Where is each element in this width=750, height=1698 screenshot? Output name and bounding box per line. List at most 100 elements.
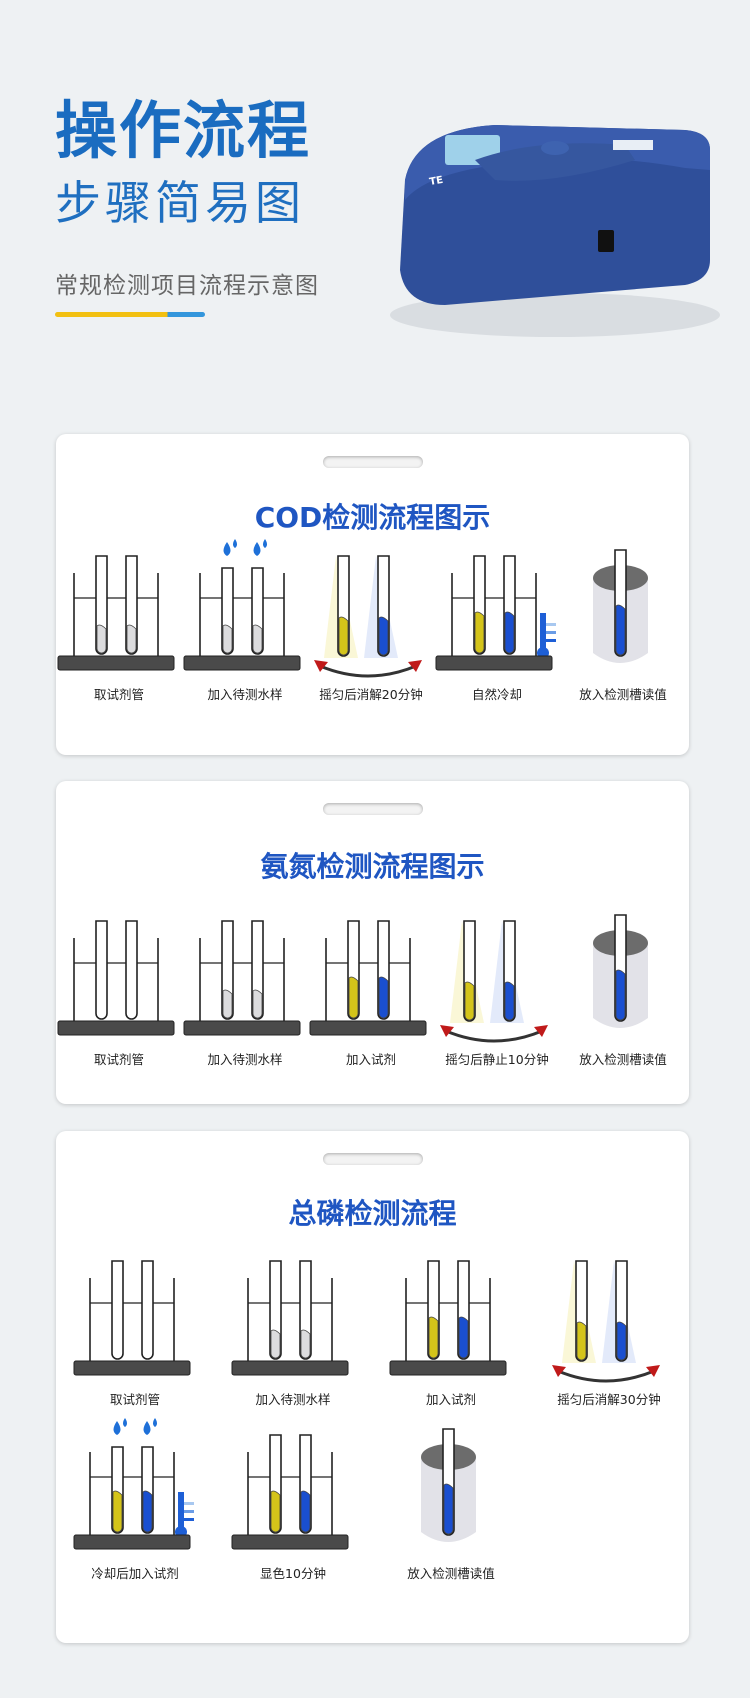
process-step: 加入待测水样 <box>175 903 315 1068</box>
test-tube-rack-icon <box>73 1260 191 1376</box>
water-drop-icon <box>233 539 237 548</box>
test-tube-rack-icon <box>389 1260 507 1376</box>
process-step: 自然冷却 <box>427 538 567 703</box>
arrow-head <box>408 660 422 672</box>
rack-base <box>57 1020 175 1036</box>
detection-cell-icon <box>593 914 648 1028</box>
water-drop-icon <box>123 1418 127 1427</box>
spectrophotometer-device-image: TE <box>390 125 720 337</box>
process-step: 加入试剂 <box>381 1243 521 1408</box>
step-label: 放入检测槽读值 <box>579 687 667 702</box>
step-label: 冷却后加入试剂 <box>91 1566 179 1581</box>
arrow-head <box>646 1365 660 1377</box>
tube-liquid <box>252 624 263 654</box>
tube-liquid <box>428 1316 439 1359</box>
test-tube <box>95 920 108 1020</box>
tube-liquid <box>270 1329 281 1359</box>
tube-liquid <box>378 616 389 656</box>
card-title: COD检测流程图示 <box>254 501 491 534</box>
process-card: 总磷检测流程取试剂管加入待测水样加入试剂摇匀后消解30分钟冷却后加入试剂显色10… <box>56 1131 689 1643</box>
process-step: 取试剂管 <box>49 538 189 703</box>
arrow-head <box>440 1025 454 1037</box>
tube-liquid <box>616 1321 627 1361</box>
rack-base <box>435 655 553 671</box>
test-tube-rack-icon <box>231 1434 349 1550</box>
step-label: 加入试剂 <box>425 1392 476 1407</box>
thermometer-tick <box>184 1502 194 1505</box>
rack-base <box>183 655 301 671</box>
tube-liquid <box>126 624 137 654</box>
process-card: COD检测流程图示取试剂管加入待测水样摇匀后消解20分钟自然冷却放入检测槽读值 <box>56 434 689 755</box>
test-tube-rack-icon <box>57 920 175 1036</box>
tube-liquid <box>615 604 626 656</box>
step-label: 加入待测水样 <box>207 687 283 702</box>
card-title: 总磷检测流程 <box>288 1197 457 1230</box>
test-tube-rack-icon <box>73 1418 194 1550</box>
process-step: 摇匀后静止10分钟 <box>427 903 567 1068</box>
tube-liquid <box>348 976 359 1019</box>
rack-base <box>57 655 175 671</box>
tube-liquid <box>504 611 515 654</box>
tube-liquid <box>338 616 349 656</box>
test-tube-rack-icon <box>435 555 556 671</box>
shake-arrow-icon <box>319 664 417 678</box>
rack-base <box>183 1020 301 1036</box>
process-step: 加入待测水样 <box>175 538 315 703</box>
hero-description: 常规检测项目流程示意图 <box>55 273 319 299</box>
test-tube <box>125 920 138 1020</box>
process-step: 加入试剂 <box>301 903 441 1068</box>
hero-subtitle: 步骤简易图 <box>55 176 305 230</box>
tube-liquid <box>270 1490 281 1533</box>
test-tube-rack-icon <box>183 920 301 1036</box>
test-tube-rack-icon <box>309 920 427 1036</box>
card-hanger-slot <box>322 803 423 815</box>
arrow-head <box>314 660 328 672</box>
rack-base <box>231 1534 349 1550</box>
process-step: 放入检测槽读值 <box>553 538 693 703</box>
arrow-head <box>534 1025 548 1037</box>
thermometer-tick <box>546 623 556 626</box>
tube-liquid <box>112 1490 123 1533</box>
step-label: 加入待测水样 <box>207 1052 283 1067</box>
tube-liquid <box>443 1483 454 1535</box>
process-card: 氨氮检测流程图示取试剂管加入待测水样加入试剂摇匀后静止10分钟放入检测槽读值 <box>56 781 689 1104</box>
tube-liquid <box>576 1321 587 1361</box>
test-tube <box>141 1260 154 1360</box>
rack-base <box>309 1020 427 1036</box>
tube-liquid <box>504 981 515 1021</box>
step-label: 摇匀后消解20分钟 <box>319 687 423 702</box>
card-title: 氨氮检测流程图示 <box>260 850 485 883</box>
shake-arrow-icon <box>557 1369 655 1383</box>
water-drop-icon <box>113 1421 121 1435</box>
shake-tubes-icon <box>440 920 548 1043</box>
tube-liquid <box>378 976 389 1019</box>
step-label: 加入待测水样 <box>255 1392 331 1407</box>
svg-text:TE: TE <box>429 175 445 188</box>
process-step: 摇匀后消解20分钟 <box>301 538 441 703</box>
step-label: 摇匀后消解30分钟 <box>557 1392 661 1407</box>
water-drop-icon <box>143 1421 151 1435</box>
tube-liquid <box>458 1316 469 1359</box>
water-drop-icon <box>223 542 231 556</box>
tube-liquid <box>300 1490 311 1533</box>
process-step: 冷却后加入试剂 <box>65 1417 205 1582</box>
water-drop-icon <box>253 542 261 556</box>
rack-base <box>231 1360 349 1376</box>
process-step: 放入检测槽读值 <box>381 1417 521 1582</box>
shake-tubes-icon <box>552 1260 660 1383</box>
rack-base <box>389 1360 507 1376</box>
tube-liquid <box>464 981 475 1021</box>
detection-cell-icon <box>421 1428 476 1542</box>
process-step: 取试剂管 <box>65 1243 205 1408</box>
tube-liquid <box>142 1490 153 1533</box>
test-tube <box>111 1260 124 1360</box>
water-drop-icon <box>263 539 267 548</box>
arrow-head <box>552 1365 566 1377</box>
tube-liquid <box>300 1329 311 1359</box>
step-label: 加入试剂 <box>345 1052 396 1067</box>
shake-arrow-icon <box>445 1029 543 1043</box>
process-step: 摇匀后消解30分钟 <box>539 1243 679 1408</box>
tube-liquid <box>222 624 233 654</box>
test-tube-rack-icon <box>57 555 175 671</box>
rack-base <box>73 1360 191 1376</box>
